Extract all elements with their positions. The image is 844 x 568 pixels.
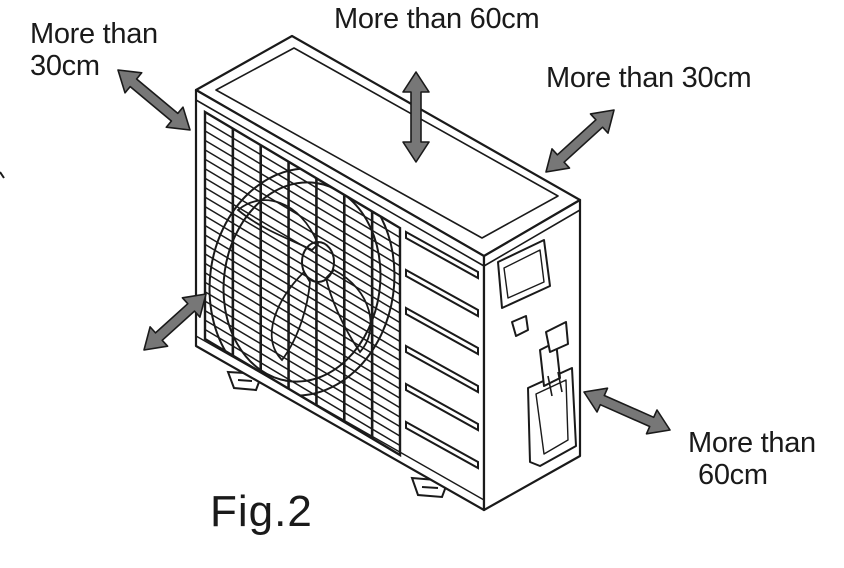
grille-slat xyxy=(204,120,401,239)
front-grille xyxy=(203,109,402,458)
handle-recess-inner xyxy=(503,249,545,299)
front-left-foot-slot xyxy=(237,379,253,382)
service-valve-pipe xyxy=(547,371,563,397)
top-lip xyxy=(195,99,581,267)
clearance-label-right-side-line1: More than xyxy=(688,427,816,459)
grille-slat xyxy=(204,196,401,314)
clearance-label-right-rear-line1: More than 30cm xyxy=(546,62,752,94)
clearance-label-top-line1: More than 60cm xyxy=(334,3,540,35)
valve-cover-inner xyxy=(535,379,569,455)
clearance-label-right-side-line2: 60cm xyxy=(698,459,768,491)
louver-slot xyxy=(405,268,479,318)
grille-slat xyxy=(204,158,401,276)
handle-recess xyxy=(497,239,551,309)
grille-slat xyxy=(204,168,401,286)
arrow-left-rear xyxy=(117,69,191,131)
grille-slat xyxy=(204,328,401,447)
grille-slat xyxy=(204,224,401,343)
grille-slat xyxy=(204,253,401,371)
grille-slat xyxy=(204,139,401,258)
arrow-top xyxy=(402,71,430,163)
grille-slat xyxy=(204,234,401,352)
louver-slot xyxy=(405,306,479,356)
grille-slat xyxy=(204,309,401,428)
front-louvers xyxy=(405,230,479,470)
grille-slats xyxy=(204,120,401,447)
side-tab xyxy=(511,315,529,337)
clearance-label-right-side: More than 60cm xyxy=(688,427,816,491)
grille-slat xyxy=(204,177,401,295)
louver-slot xyxy=(405,420,479,470)
grille-slat xyxy=(204,215,401,333)
clearance-label-left-rear-line1: More than xyxy=(30,18,158,50)
grille-slat xyxy=(204,130,401,248)
arrow-right-rear xyxy=(545,109,615,173)
arrow-right-side xyxy=(583,387,671,435)
grille-slat xyxy=(204,149,401,267)
clearance-label-right-rear: More than 30cm xyxy=(546,62,752,94)
grille-slat xyxy=(204,243,401,362)
grille-slat xyxy=(204,291,401,409)
grille-slat xyxy=(204,262,401,380)
grille-slat xyxy=(204,319,401,437)
top-plate xyxy=(215,47,559,239)
side-panel-details xyxy=(483,239,577,467)
clearance-label-left-rear-line2: 30cm xyxy=(30,50,100,82)
arrow-front-left xyxy=(143,293,207,351)
grille-slat xyxy=(204,272,401,390)
grille-bars xyxy=(231,128,374,439)
grille-slat xyxy=(204,300,401,418)
edge-mark xyxy=(0,171,5,179)
figure-caption: Fig.2 xyxy=(210,487,313,536)
grille-slat xyxy=(204,187,401,305)
clearance-arrows xyxy=(117,69,671,435)
clearance-label-left-rear: More than 30cm xyxy=(30,18,158,82)
grille-slat xyxy=(204,205,401,324)
louver-slot xyxy=(405,344,479,394)
louver-slot xyxy=(405,230,479,280)
louver-slot xyxy=(405,382,479,432)
clearance-label-top: More than 60cm xyxy=(334,3,540,35)
front-right-foot-slot xyxy=(421,486,439,489)
grille-slat xyxy=(204,281,401,399)
fan-blade-2 xyxy=(325,268,372,354)
service-valve-upper xyxy=(545,321,569,353)
